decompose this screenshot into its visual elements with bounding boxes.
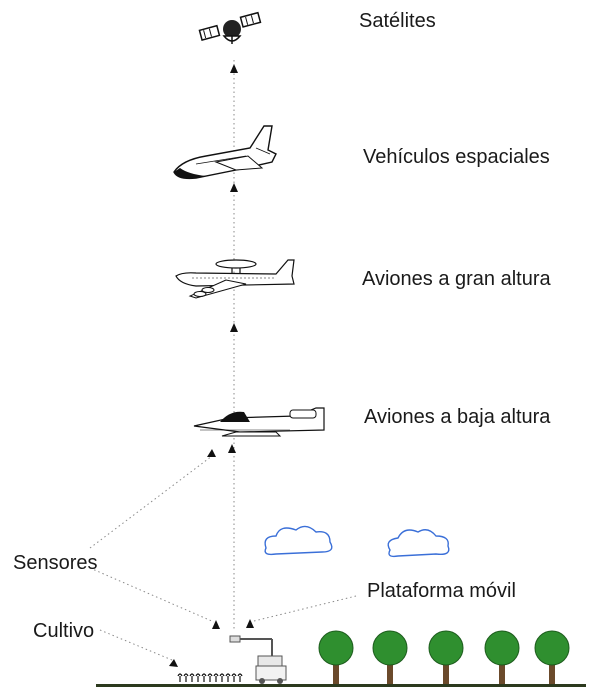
space-vehicles-label: Vehículos espaciales: [363, 146, 550, 169]
crop-label: Cultivo: [33, 620, 94, 643]
trees: [319, 631, 569, 684]
low-altitude-planes-label: Aviones a baja altura: [364, 406, 550, 429]
cloud-icon: [265, 526, 332, 554]
ground-line: [96, 684, 586, 687]
clouds: [265, 526, 449, 556]
mobile-platform-leader-line: [250, 596, 356, 622]
arrowhead: [230, 64, 238, 73]
crop-icon: [178, 674, 242, 682]
arrowhead: [169, 659, 178, 667]
high-altitude-plane-icon: [176, 260, 294, 298]
sensing-lines: [90, 60, 356, 660]
arrowhead: [230, 183, 238, 192]
tree-icon: [373, 631, 407, 684]
arrowhead: [230, 323, 238, 332]
crop-leader-line: [100, 630, 172, 660]
satellite-icon: [199, 13, 260, 44]
high-altitude-planes-label: Aviones a gran altura: [362, 268, 551, 291]
sensors-leader-line: [90, 456, 212, 548]
sensors-leader-line-2: [90, 568, 214, 622]
arrowhead: [212, 620, 220, 629]
tree-icon: [535, 631, 569, 684]
tree-icon: [429, 631, 463, 684]
low-altitude-plane-icon: [194, 408, 324, 436]
satellites-label: Satélites: [359, 10, 436, 33]
mobile-platform-label: Plataforma móvil: [367, 580, 516, 603]
cloud-icon: [388, 530, 449, 557]
vehicle-icon: [230, 636, 286, 684]
arrowhead: [246, 619, 254, 628]
arrowhead: [228, 444, 236, 453]
sensors-label: Sensores: [13, 552, 98, 575]
space-shuttle-icon: [174, 126, 276, 178]
tree-icon: [319, 631, 353, 684]
arrowhead: [207, 449, 216, 457]
tree-icon: [485, 631, 519, 684]
